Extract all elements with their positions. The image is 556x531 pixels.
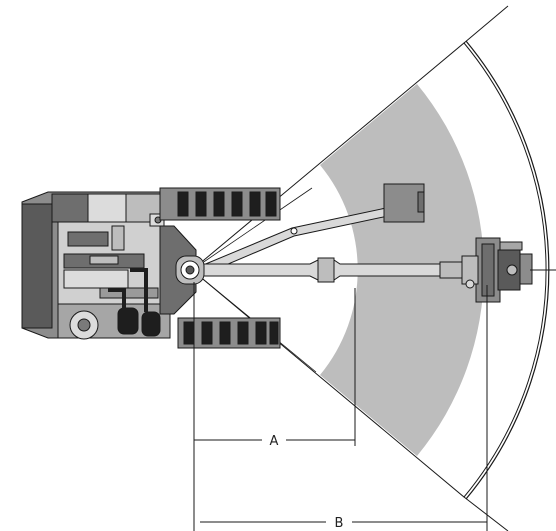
dimension-label-b: B [335, 516, 344, 531]
tank-left [117, 307, 139, 335]
machine-body [21, 191, 171, 340]
lower-panel [63, 269, 129, 289]
reel-drum-inner [77, 318, 91, 332]
arm-angle-line-top [191, 187, 313, 271]
outer-arc-extension-bottom [463, 496, 509, 531]
rear-panel [21, 203, 53, 329]
tank-right [141, 311, 161, 337]
counterweight-box [383, 183, 425, 223]
hydraulic-strip [89, 255, 119, 265]
control-panel [67, 231, 109, 247]
boom-pivot [175, 255, 205, 285]
dimension-label-a: A [270, 434, 279, 449]
lower-panel-dark [99, 287, 159, 299]
lower-track [177, 317, 281, 349]
top-panel-right [87, 193, 127, 223]
upper-arm [195, 183, 425, 277]
outer-arc-extension-top [463, 5, 509, 44]
dimension-lines [193, 282, 488, 531]
engine-cover [51, 193, 89, 223]
tool-head [461, 237, 533, 303]
main-boom [199, 257, 465, 283]
hose-left [108, 288, 126, 310]
control-panel-side [111, 225, 125, 251]
hose-right [130, 268, 148, 312]
upper-track [159, 187, 281, 221]
